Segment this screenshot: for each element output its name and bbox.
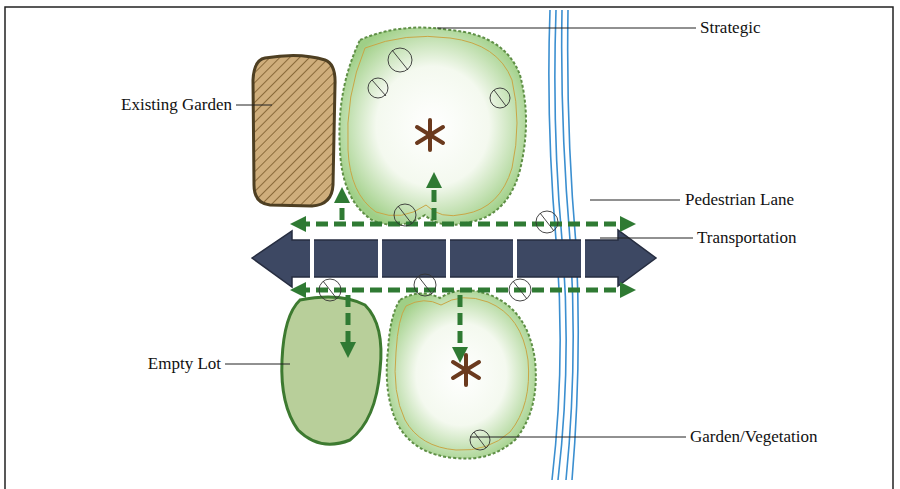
callout-label: Strategic	[700, 18, 760, 38]
empty-lot-shape	[282, 297, 381, 444]
callout-label: Garden/Vegetation	[690, 427, 817, 447]
vegetation-outline	[348, 36, 517, 215]
road-segments	[312, 238, 583, 279]
strategic-symbol	[417, 120, 479, 385]
frame	[5, 7, 893, 489]
callout-label: Pedestrian Lane	[685, 190, 794, 210]
pedestrian-arrows	[298, 180, 628, 355]
vegetation-blob	[339, 28, 526, 225]
callout-label: Transportation	[697, 228, 797, 248]
transport-arrow	[252, 230, 656, 287]
tree-symbols	[319, 48, 558, 450]
callout-label: Existing Garden	[121, 95, 232, 115]
leader-lines	[225, 28, 696, 437]
vegetation-blob	[387, 290, 536, 458]
existing-garden-shape	[253, 55, 335, 206]
callout-label: Empty Lot	[148, 354, 221, 374]
